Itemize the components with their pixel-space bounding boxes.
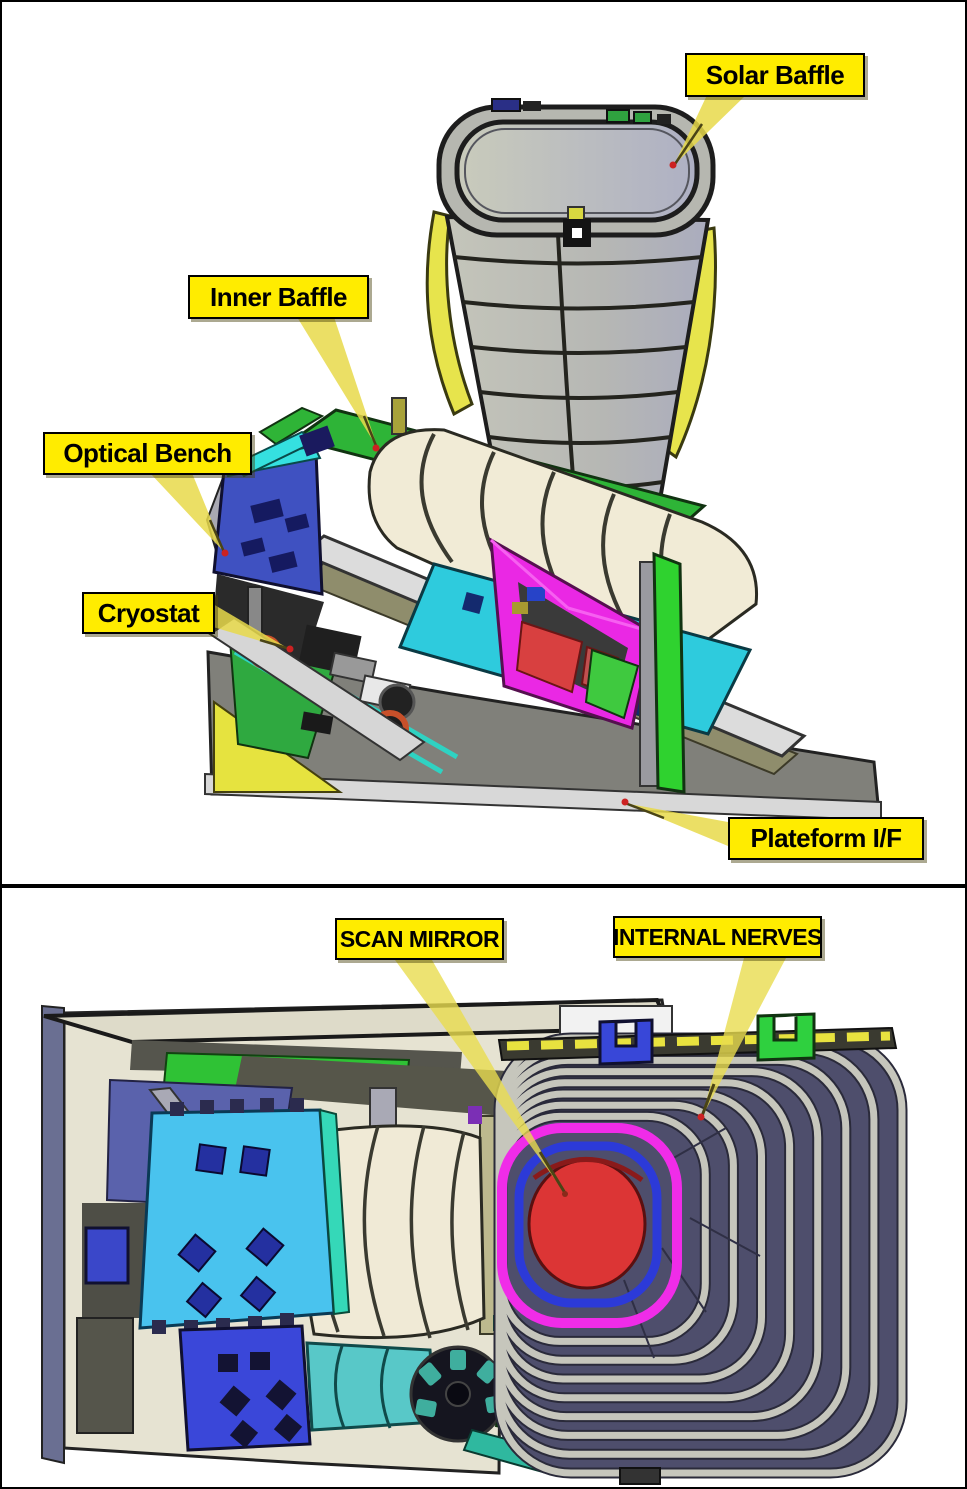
rim-fittings [491,98,671,124]
blue-electronics-box [178,1324,312,1452]
label-plateform-if: Plateform I/F [728,817,924,860]
green-u-bracket [756,1012,816,1062]
internal-vane-baffle [493,1012,908,1485]
label-optical-bench: Optical Bench [43,432,252,475]
platform-if-leader [621,798,728,846]
scan-mirror-leader [395,960,568,1197]
yellow-dash-strip [506,1031,891,1051]
solar-baffle-leader [669,95,746,169]
blue-ring [514,1141,662,1308]
side-view-drawing [150,95,882,846]
cyan-detector-panel [138,1098,351,1334]
label-cryostat: Cryostat [82,592,215,634]
panel-front-view: SCAN MIRROR INTERNAL NERVES [0,886,967,1489]
label-internal-nerves: INTERNAL NERVES [613,916,822,958]
label-solar-baffle: Solar Baffle [685,53,865,97]
leader-wedges [150,95,746,846]
front-latch-fitting [563,206,591,247]
inner-baffle-leader [297,317,380,452]
magenta-frame [489,537,654,730]
optical-bench-leader [150,473,229,557]
front-view-drawing [41,958,908,1485]
leader-wedges-bottom [395,958,786,1197]
internal-nerves-leader [697,958,786,1121]
label-inner-baffle: Inner Baffle [188,275,369,319]
right-green-strip [639,551,686,794]
panel-side-view: Solar Baffle Inner Baffle Optical Bench … [0,0,967,886]
scan-mirror-disc [527,1158,647,1290]
cryostat-leader [213,604,294,653]
blue-u-bracket [598,1018,654,1066]
label-scan-mirror: SCAN MIRROR [335,918,504,960]
mount-bracket [84,1226,130,1285]
magenta-ring [497,1123,682,1328]
